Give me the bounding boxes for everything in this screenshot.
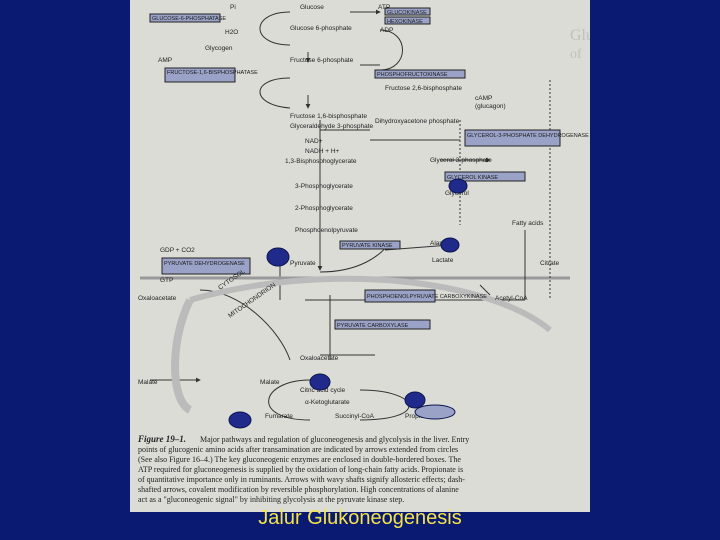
pep-carboxykinase-box: PHOSPHOENOLPYRUVATE CARBOXYKINASE xyxy=(364,289,487,303)
textbook-figure-scan: Glu of xyxy=(130,0,590,512)
phosphoglycerate-3-label: 3-Phosphoglycerate xyxy=(295,183,353,190)
oxaloacetate-label: Oxaloacetate xyxy=(300,355,339,362)
fructose-bisphosphatase-box: FRUCTOSE-1,6-BISPHOSPHATASE xyxy=(164,67,258,83)
glycerol-3-phosphate-label: Glycerol 3-phosphate xyxy=(430,157,492,164)
glyceraldehyde-3-phosphate-label: Glyceraldehyde 3-phosphate xyxy=(290,123,373,130)
caption-label: Figure 19–1. xyxy=(137,434,186,444)
pathway-lines xyxy=(140,9,570,421)
phosphoenolpyruvate-label: Phosphoenolpyruvate xyxy=(295,227,358,234)
pyruvate-dehydrogenase-label: PYRUVATE DEHYDROGENASE xyxy=(164,261,245,267)
fructose-26-bisphosphate-label: Fructose 2,6-bisphosphate xyxy=(385,85,462,92)
glucagon-label: (glucagon) xyxy=(475,103,506,110)
phosphofructokinase-box: PHOSPHOFRUCTOKINASE xyxy=(374,69,466,79)
amp-label: AMP xyxy=(158,57,172,64)
acetyl-coa-label: Acetyl-CoA xyxy=(495,295,528,302)
alpha-ketoglutarate-label: α-Ketoglutarate xyxy=(305,399,350,406)
h2o-label: H2O xyxy=(225,29,238,36)
entry-circle-alanine xyxy=(440,237,460,253)
glucose-6-phosphate-label: Glucose 6-phosphate xyxy=(290,25,352,32)
nadh-label: NADH + H+ xyxy=(305,148,340,155)
svg-text:Glu: Glu xyxy=(570,27,590,44)
glycerol-label: Glycerol xyxy=(445,190,469,197)
oxaloacetate-cytosol-label: Oxaloacetate xyxy=(138,295,177,302)
glycogen-label: Glycogen xyxy=(205,45,233,52)
glucose-6-phosphatase-box: GLUCOSE-6-PHOSPHATASE xyxy=(149,13,226,23)
entry-circle-glycerol xyxy=(448,178,468,194)
atp-label: ATP xyxy=(378,4,390,11)
camp-label: cAMP xyxy=(475,95,492,102)
pyruvate-carboxylase-label: PYRUVATE CARBOXYLASE xyxy=(337,323,409,329)
entry-circle-oxaloacetate xyxy=(309,373,331,391)
glucokinase-box: GLUCOKINASE xyxy=(384,7,431,16)
enzyme-boxes: GLUCOSE-6-PHOSPHATASE GLUCOKINASE HEXOKI… xyxy=(149,7,589,330)
glucokinase-label: GLUCOKINASE xyxy=(387,10,427,16)
dihydroxyacetone-phosphate-label: Dihydroxyacetone phosphate xyxy=(375,118,460,125)
caption-line-3: (See also Figure 16–4.) The key gluconeo… xyxy=(138,455,461,464)
gtp-label: GTP xyxy=(160,277,173,284)
caption-line-5: of quantitative importance only in rumin… xyxy=(138,475,465,484)
pyruvate-label: Pyruvate xyxy=(290,260,316,267)
entry-circle-alpha-ketoglutarate xyxy=(404,391,426,409)
fructose-bisphosphatase-label: FRUCTOSE-1,6-BISPHOSPHATASE xyxy=(167,70,258,76)
caption-line-4: ATP required for gluconeogenesis is supp… xyxy=(138,465,463,474)
caption-line-6: shafted arrows, covalent modification by… xyxy=(138,485,459,494)
fructose-16-bisphosphate-label: Fructose 1,6-bisphosphate xyxy=(290,113,367,120)
entry-circle-fumarate xyxy=(228,411,252,429)
glycerol-3-phosphate-dehydrogenase-label: GLYCEROL-3-PHOSPHATE DEHYDROGENASE xyxy=(467,133,589,139)
phosphoglycerate-2-label: 2-Phosphoglycerate xyxy=(295,205,353,212)
figure-caption: Figure 19–1. Major pathways and regulati… xyxy=(137,434,469,504)
bisphosphoglycerate-label: 1,3-Bisphosphoglycerate xyxy=(285,158,357,165)
adp-label: ADP xyxy=(380,27,393,34)
glucose-label: Glucose xyxy=(300,4,324,11)
gluconeogenesis-pathway-diagram: Glu of xyxy=(137,4,590,504)
svg-text:of: of xyxy=(570,47,582,62)
pyruvate-kinase-label: PYRUVATE KINASE xyxy=(342,243,393,249)
phosphofructokinase-label: PHOSPHOFRUCTOKINASE xyxy=(377,72,448,78)
glycerol-kinase-box: GLYCEROL KINASE xyxy=(444,171,526,182)
metabolite-labels: Pi Glucose ATP H2O Glucose 6-phosphate A… xyxy=(138,4,560,420)
propionate-entry-box xyxy=(414,404,456,420)
amino-acid-entry-markers xyxy=(228,178,468,429)
citric-acid-cycle-label: Citric acid cycle xyxy=(300,387,346,394)
caption-line-1: Major pathways and regulation of glucone… xyxy=(200,435,469,444)
gdp-co2-label: GDP + CO2 xyxy=(160,247,195,254)
slide-title: Jalur Glukoneogenesis xyxy=(258,507,462,529)
citrate-label: Citrate xyxy=(540,260,560,267)
hexokinase-box: HEXOKINASE xyxy=(384,16,431,25)
pyruvate-dehydrogenase-box: PYRUVATE DEHYDROGENASE xyxy=(161,257,251,275)
malate-cytosol-label: Malate xyxy=(138,379,158,386)
glucose-6-phosphatase-label: GLUCOSE-6-PHOSPHATASE xyxy=(152,16,226,22)
succinyl-coa-label: Succinyl-CoA xyxy=(335,413,375,420)
glycerol-3-phosphate-dehydrogenase-box: GLYCEROL-3-PHOSPHATE DEHYDROGENASE xyxy=(464,129,589,147)
entry-circle-pyruvate xyxy=(266,247,290,267)
malate-label: Malate xyxy=(260,379,280,386)
pi-label: Pi xyxy=(230,4,236,11)
nad-label: NAD+ xyxy=(305,138,323,145)
pyruvate-kinase-box: PYRUVATE KINASE xyxy=(339,240,401,250)
fumarate-label: Fumarate xyxy=(265,413,293,420)
hexokinase-label: HEXOKINASE xyxy=(387,19,423,25)
glycerol-kinase-label: GLYCEROL KINASE xyxy=(447,175,498,181)
pyruvate-carboxylase-box: PYRUVATE CARBOXYLASE xyxy=(334,319,431,330)
lactate-label: Lactate xyxy=(432,257,454,264)
fructose-6-phosphate-label: Fructose 6-phosphate xyxy=(290,57,354,64)
page-bleed-text: Glu of xyxy=(570,27,590,62)
pep-carboxykinase-label: PHOSPHOENOLPYRUVATE CARBOXYKINASE xyxy=(367,294,487,300)
fatty-acids-label: Fatty acids xyxy=(512,220,544,227)
caption-line-7: act as a "gluconeogenic signal" by inhib… xyxy=(138,495,404,504)
caption-line-2: points of glucogenic amino acids after t… xyxy=(138,445,458,454)
